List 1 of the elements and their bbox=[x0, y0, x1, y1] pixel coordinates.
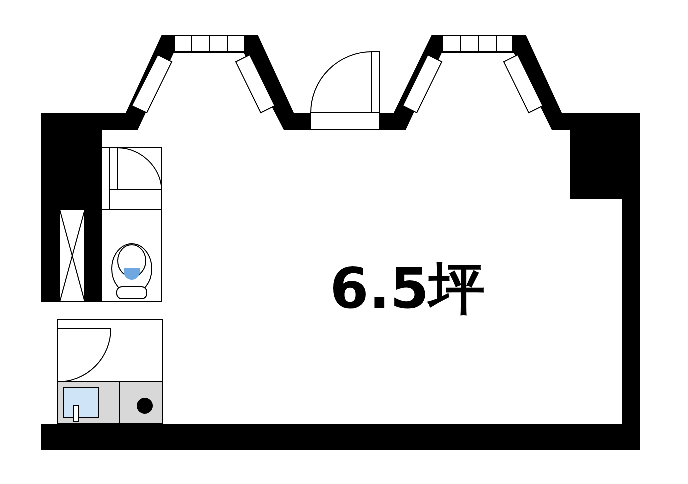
area-label: 6.5坪 bbox=[330, 262, 486, 318]
